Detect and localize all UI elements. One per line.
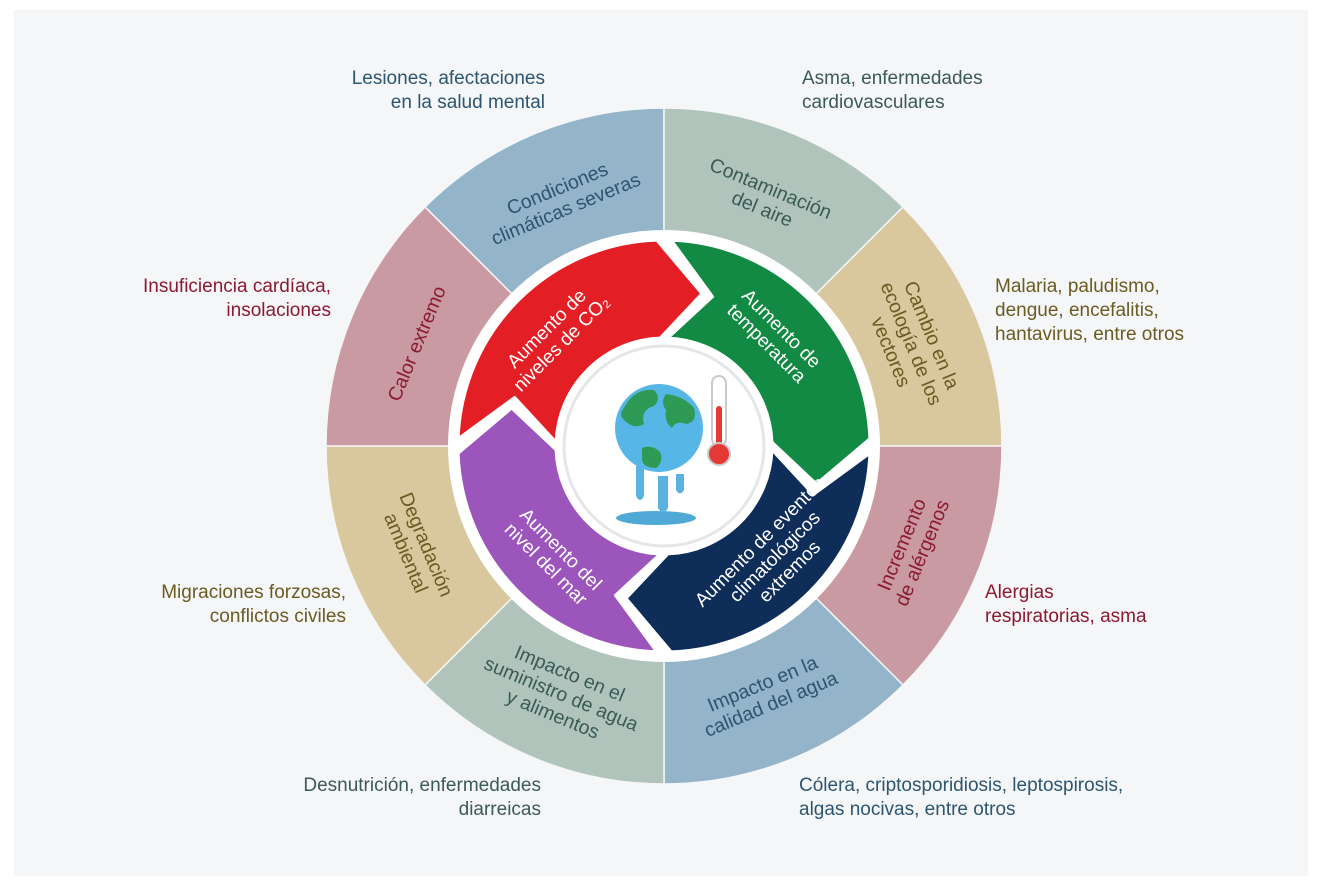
inner-segment-co2 (456, 238, 704, 444)
outer-label-water_supply: Impacto en elsuministro de aguay aliment… (472, 632, 650, 756)
melting-earth-thermometer-icon (615, 375, 731, 525)
inner-segment-sea (456, 406, 662, 654)
impact-label-water_quality: Cólera, criptosporidiosis, leptospirosis… (799, 775, 1123, 820)
impact-label-vectors: Malaria, paludismo,dengue, encefalitis,h… (995, 276, 1184, 345)
center-disc (562, 344, 766, 548)
inner-segment-temp (666, 238, 872, 486)
inner-segment-events (624, 448, 872, 654)
impact-label-degradation: Migraciones forzosas,conflictos civiles (161, 582, 346, 627)
impact-label-heat: Insuficiencia cardíaca,insolaciones (143, 276, 331, 321)
